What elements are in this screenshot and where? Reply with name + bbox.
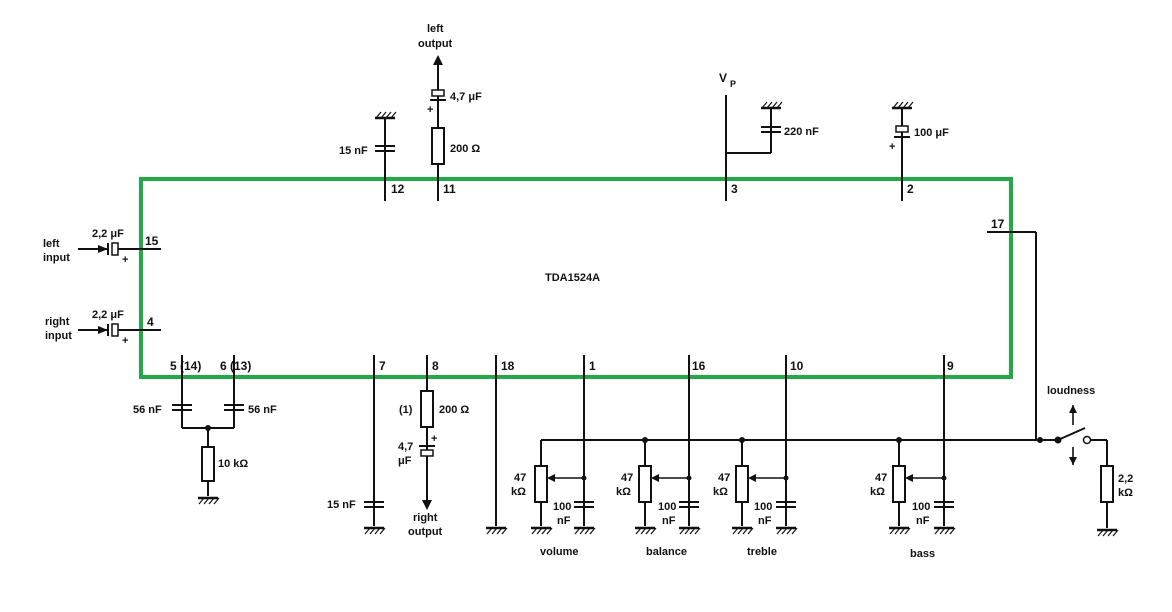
r-pin8-label: 200 Ω: [439, 404, 469, 416]
pin-11-label: 11: [443, 182, 456, 196]
c-bass-label-1: 100: [912, 501, 930, 513]
right-output-line2: output: [408, 526, 443, 538]
pot-balance-label-2: kΩ: [616, 486, 631, 498]
balance-label: balance: [646, 546, 687, 558]
r-loud-label-2: kΩ: [1118, 487, 1133, 499]
pot-bass-label-1: 47: [875, 472, 887, 484]
c-volume-label-2: nF: [557, 515, 571, 527]
right-output-line1: right: [413, 512, 438, 524]
supply-vp-subscript: P: [730, 79, 736, 89]
pin-7-network: 7 15 nF: [327, 355, 387, 536]
c-volume-label-1: 100: [553, 501, 571, 513]
pot-balance-label-1: 47: [621, 472, 633, 484]
pin-9-label: 9: [947, 359, 954, 373]
c-pin8-label-1: 4,7: [398, 441, 413, 453]
c-right-in-plus: +: [122, 335, 128, 347]
c-treble-label-2: nF: [758, 515, 772, 527]
pot-treble-label-1: 47: [718, 472, 730, 484]
pin-2-label: 2: [907, 182, 914, 196]
r-pin56-label: 10 kΩ: [218, 458, 248, 470]
c-pin12-label: 15 nF: [339, 145, 368, 157]
pot-bass-label-2: kΩ: [870, 486, 885, 498]
left-output-line1: left: [427, 23, 444, 35]
right-input-line2: input: [45, 330, 72, 342]
c-balance-label-1: 100: [658, 501, 676, 513]
pin-12-network: 15 nF 12: [339, 110, 405, 201]
pin-8-network: 8 (1) 200 Ω + 4,7 μF right output: [398, 355, 469, 538]
c-bass-label-2: nF: [916, 515, 930, 527]
treble-label: treble: [747, 546, 777, 558]
volume-network: 1 47 kΩ 100 nF volume: [511, 355, 597, 558]
c-left-out-plus: +: [427, 104, 433, 116]
r-pin8-note: (1): [399, 404, 413, 416]
c-left-in-plus: +: [122, 254, 128, 266]
pin-12-label: 12: [391, 182, 405, 196]
chip-name: TDA1524A: [545, 272, 600, 284]
chip-outline: [139, 177, 1013, 379]
treble-network: 10 47 kΩ 100 nF treble: [713, 355, 804, 558]
pin-11-network: + 4,7 μF 200 Ω left output 11: [418, 23, 482, 201]
c-balance-label-2: nF: [662, 515, 676, 527]
pin-8-label: 8: [432, 359, 439, 373]
pin-5-6-network: 5 (14) 6 (13) 56 nF 56 nF 10 kΩ: [133, 355, 277, 506]
pin-15-network: 2,2 μF + left input 15: [43, 228, 161, 266]
pot-volume-label-2: kΩ: [511, 486, 526, 498]
pin-5-label: 5 (14): [170, 359, 201, 373]
left-output-line2: output: [418, 38, 453, 50]
bass-label: bass: [910, 548, 935, 560]
pin-6-label: 6 (13): [220, 359, 251, 373]
pin-3-network: V P 220 nF 3: [719, 71, 819, 201]
supply-vp-label: V: [719, 71, 727, 85]
c-pin2-label: 100 μF: [914, 127, 949, 139]
volume-label: volume: [540, 546, 579, 558]
pin-2-network: + 100 μF 2: [889, 100, 949, 201]
balance-network: 16 47 kΩ 100 nF balance: [616, 355, 706, 558]
c-pin8-plus: +: [431, 433, 437, 445]
pin-10-label: 10: [790, 359, 804, 373]
left-input-line1: left: [43, 238, 60, 250]
c-treble-label-1: 100: [754, 501, 772, 513]
c-left-in-label: 2,2 μF: [92, 228, 124, 240]
pin-3-label: 3: [731, 182, 738, 196]
c-pin7-label: 15 nF: [327, 499, 356, 511]
r-left-out-label: 200 Ω: [450, 143, 480, 155]
pin-4-label: 4: [147, 315, 154, 329]
pin-7-label: 7: [379, 359, 386, 373]
c-pin5-label: 56 nF: [133, 404, 162, 416]
pot-treble-label-2: kΩ: [713, 486, 728, 498]
c-right-in-label: 2,2 μF: [92, 309, 124, 321]
c-pin8-label-2: μF: [398, 455, 412, 467]
c-pin2-plus: +: [889, 141, 895, 153]
pin-16-label: 16: [692, 359, 706, 373]
c-pin3-label: 220 nF: [784, 126, 819, 138]
pin-4-network: 2,2 μF + right input 4: [45, 309, 161, 347]
pin-17-label: 17: [991, 217, 1005, 231]
c-pin6-label: 56 nF: [248, 404, 277, 416]
r-loud-label-1: 2,2: [1118, 473, 1133, 485]
loudness-label: loudness: [1047, 385, 1095, 397]
pin-18-network: 18: [484, 355, 515, 536]
loudness-switch: loudness 2,2 kΩ: [541, 385, 1133, 538]
right-input-line1: right: [45, 316, 70, 328]
pin-17-network: 17: [987, 217, 1037, 440]
c-left-out-label: 4,7 μF: [450, 91, 482, 103]
pin-18-label: 18: [501, 359, 515, 373]
pot-volume-label-1: 47: [514, 472, 526, 484]
pin-15-label: 15: [145, 234, 159, 248]
pin-1-label: 1: [589, 359, 596, 373]
left-input-line2: input: [43, 252, 70, 264]
bass-network: 9 47 kΩ 100 nF bass: [870, 355, 957, 560]
